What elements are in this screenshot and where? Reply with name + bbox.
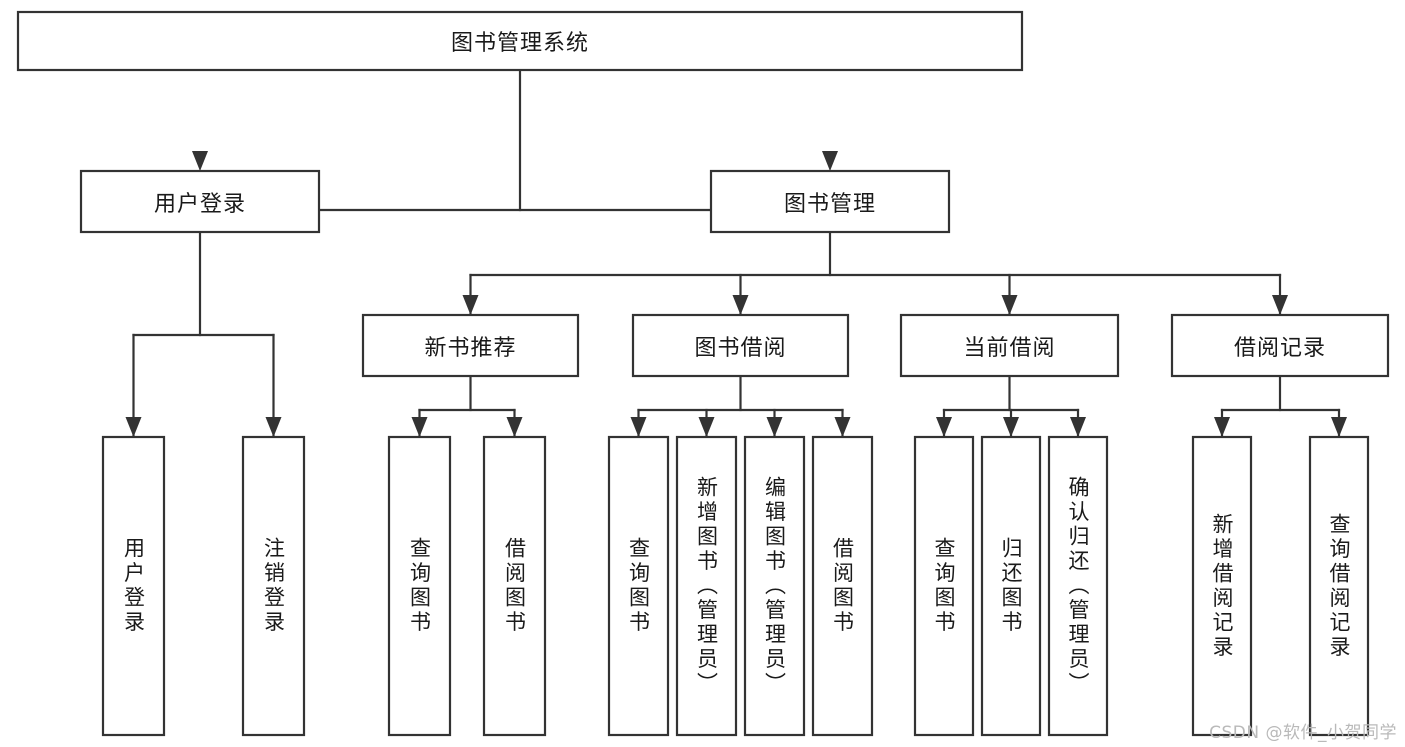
node-box-leaf-borrow-book-1[interactable]: [482, 435, 547, 737]
node-box-root[interactable]: [16, 10, 1024, 72]
arrow-head-leaf-query-book-2: [630, 417, 647, 437]
arrow-head-leaf-user-login: [125, 417, 142, 437]
arrow-head-book-borrow: [732, 295, 749, 315]
node-box-leaf-query-book-2[interactable]: [607, 435, 670, 737]
arrow-head-book-manage: [822, 151, 838, 171]
connector-lines-group: [125, 68, 1347, 439]
arrow-head-leaf-return-book: [1003, 417, 1019, 437]
node-box-current-borrow[interactable]: [899, 313, 1120, 378]
node-box-leaf-query-book-1[interactable]: [387, 435, 452, 737]
node-box-leaf-user-login[interactable]: [101, 435, 166, 737]
arrow-head-leaf-query-book-1: [411, 417, 428, 437]
node-box-user-login[interactable]: [79, 169, 321, 234]
arrow-head-leaf-borrow-book-2: [834, 417, 851, 437]
node-box-new-book-recommend[interactable]: [361, 313, 580, 378]
node-box-leaf-borrow-book-2[interactable]: [811, 435, 874, 737]
node-boxes-group: [16, 10, 1390, 737]
node-box-leaf-add-record[interactable]: [1191, 435, 1253, 737]
arrow-head-new-book-recommend: [462, 295, 479, 315]
node-box-book-borrow[interactable]: [631, 313, 850, 378]
node-box-leaf-query-record[interactable]: [1308, 435, 1370, 737]
arrow-head-leaf-edit-book: [766, 417, 783, 437]
node-box-borrow-record[interactable]: [1170, 313, 1390, 378]
node-box-leaf-return-book[interactable]: [980, 435, 1042, 737]
arrow-head-leaf-confirm-return: [1070, 417, 1086, 437]
node-box-leaf-edit-book[interactable]: [743, 435, 806, 737]
arrow-head-borrow-record: [1272, 295, 1288, 315]
node-box-book-manage[interactable]: [709, 169, 951, 234]
arrow-head-leaf-query-record: [1331, 417, 1347, 437]
node-box-leaf-user-logout[interactable]: [241, 435, 306, 737]
arrow-head-leaf-query-book-3: [936, 417, 952, 437]
arrow-head-leaf-borrow-book-1: [506, 417, 523, 437]
arrow-head-leaf-user-logout: [265, 417, 282, 437]
node-box-leaf-query-book-3[interactable]: [913, 435, 975, 737]
arrow-head-user-login: [192, 151, 208, 171]
arrow-head-leaf-add-record: [1214, 417, 1230, 437]
node-box-leaf-add-book[interactable]: [675, 435, 738, 737]
node-box-leaf-confirm-return[interactable]: [1047, 435, 1109, 737]
arrow-head-leaf-add-book: [698, 417, 715, 437]
arrow-head-current-borrow: [1001, 295, 1018, 315]
